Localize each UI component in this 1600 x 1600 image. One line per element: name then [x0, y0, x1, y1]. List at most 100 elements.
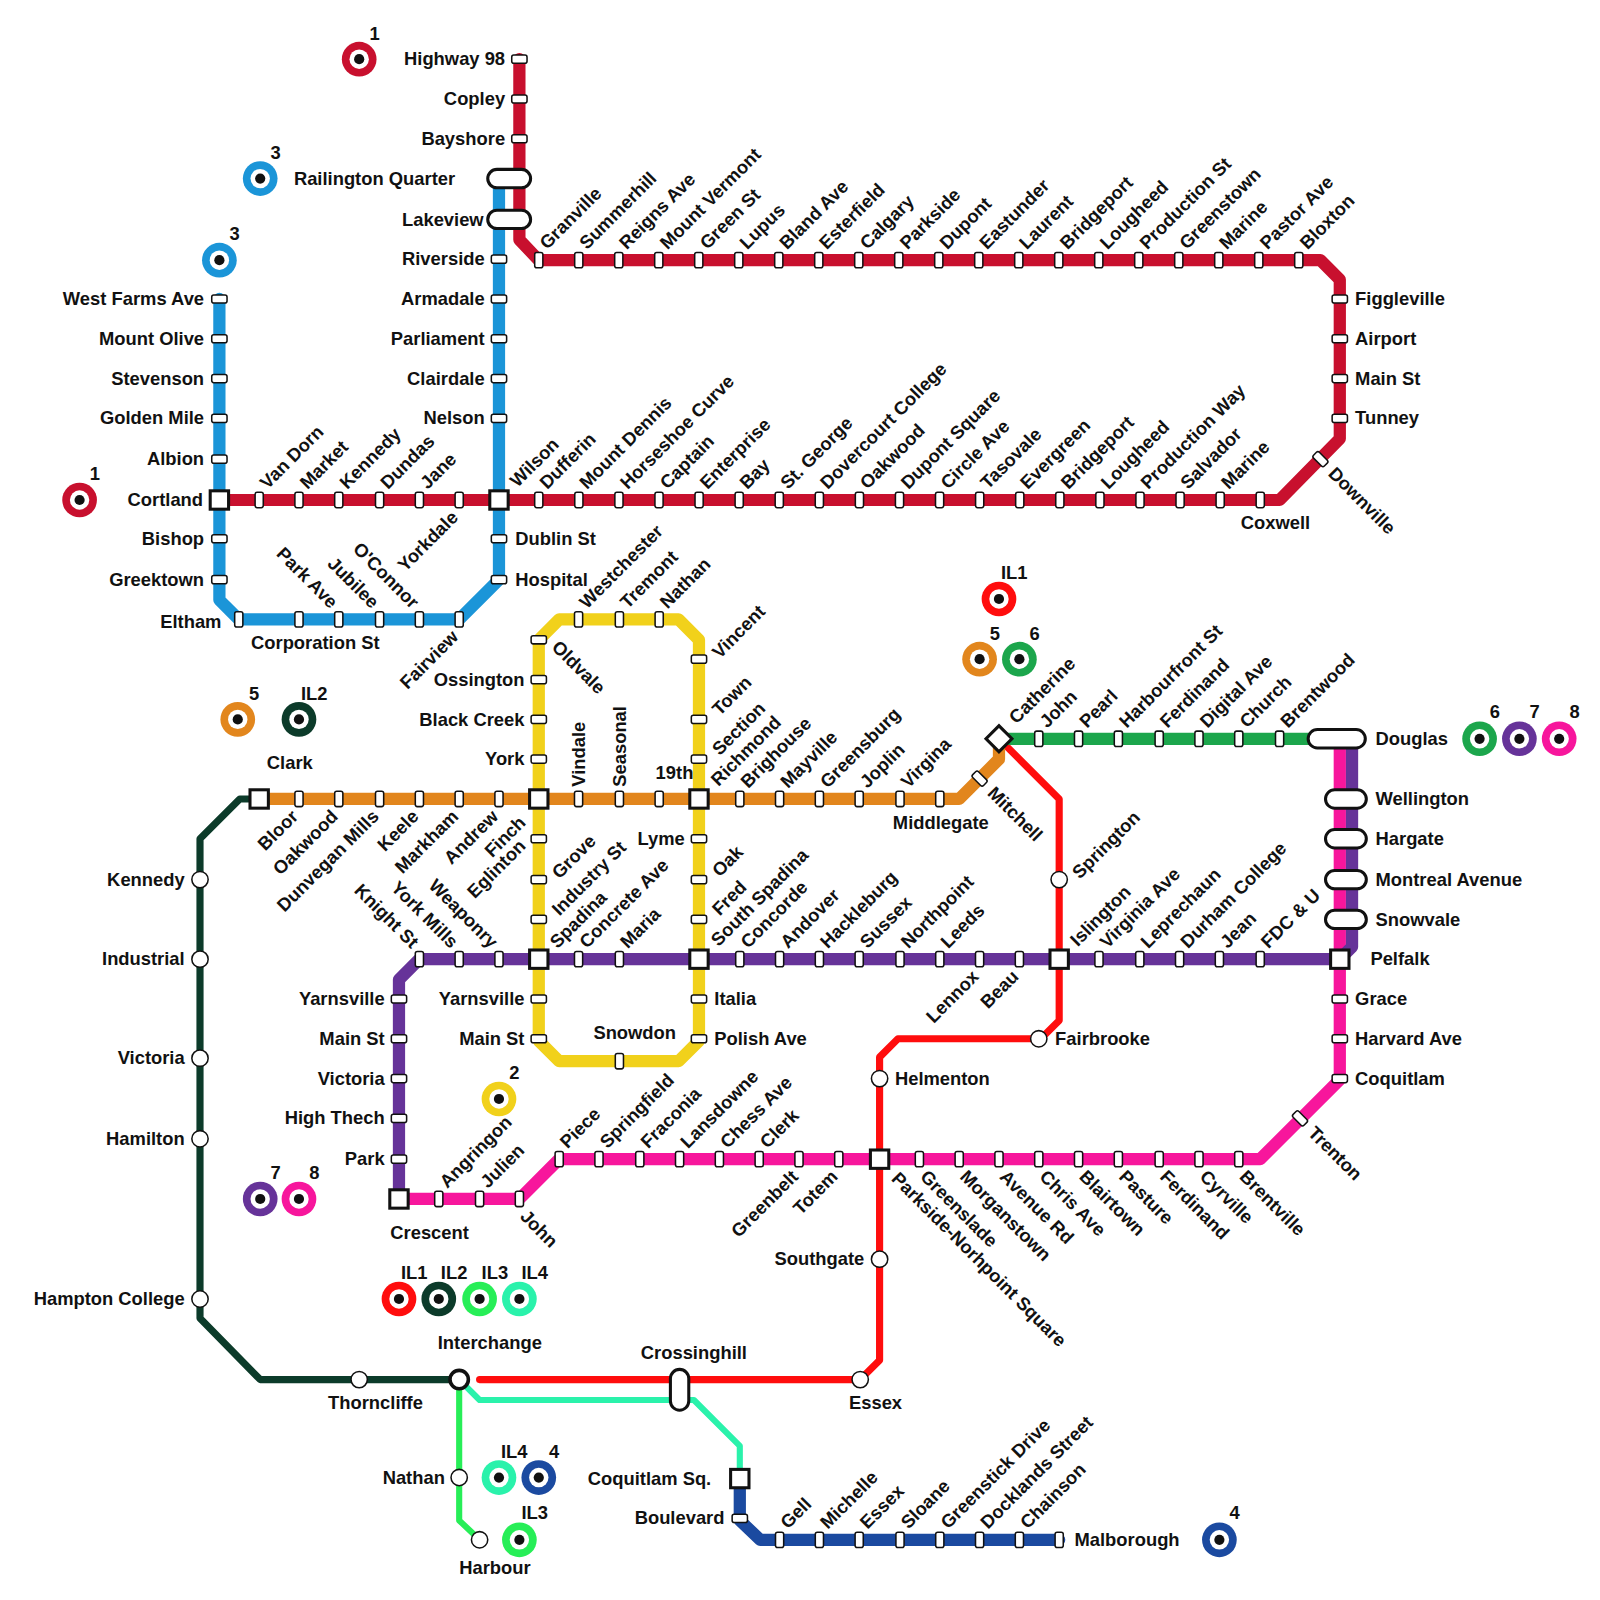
line-number: 5 [249, 684, 259, 704]
icon-hole [429, 1289, 448, 1308]
station-label: Railington Quarter [294, 168, 455, 188]
line-icon [243, 161, 278, 196]
icon-hole [289, 710, 308, 729]
station-label: Copley [444, 89, 505, 109]
line-icon [1502, 721, 1537, 756]
icon-ring [282, 702, 317, 737]
station-tick [1155, 731, 1163, 746]
icon-hole [251, 169, 270, 188]
station-tick [936, 952, 944, 967]
station-label: Tunney [1355, 408, 1419, 428]
icon-hole [470, 1289, 489, 1308]
line-number: 2 [509, 1062, 519, 1082]
icon-ring [62, 483, 97, 518]
station-tick [1332, 335, 1347, 343]
icon-ring [1462, 721, 1497, 756]
station-tick [735, 492, 743, 507]
station-label: Ossington [434, 669, 525, 689]
icon-dot [214, 255, 224, 265]
icon-dot [1514, 734, 1524, 744]
station-tick [1155, 1152, 1163, 1167]
station-label: Snowdon [593, 1022, 676, 1042]
icon-dot [255, 1194, 265, 1204]
station-label: Pelfalk [1370, 949, 1429, 969]
icon-ring [382, 1282, 417, 1317]
line-number: 1 [369, 23, 379, 43]
line-number: IL1 [401, 1262, 428, 1282]
station-label: Trenton [1304, 1122, 1366, 1184]
station-tick [415, 952, 423, 967]
station-label: Snowvale [1376, 909, 1461, 929]
icon-hole [349, 49, 368, 68]
station-tick [795, 1152, 803, 1167]
station-tick [855, 492, 863, 507]
icon-hole [1470, 729, 1489, 748]
interchange-square [1331, 950, 1349, 968]
station-tick [212, 455, 227, 463]
route-line [459, 1380, 479, 1540]
station-tick [1176, 492, 1184, 507]
icon-ring [502, 1522, 537, 1557]
icon-dot [974, 654, 984, 664]
line-icon [220, 702, 255, 737]
station-label: Essex [849, 1393, 902, 1413]
icon-dot [1474, 734, 1484, 744]
station-tick [531, 676, 546, 684]
icon-dot [514, 1535, 524, 1545]
station-label: Dublin St [515, 529, 596, 549]
station-tick [491, 255, 506, 263]
station-tick [212, 535, 227, 543]
station-label: Mount Olive [99, 329, 204, 349]
icon-hole [1010, 649, 1029, 668]
station-label: Hamilton [106, 1129, 185, 1149]
station-label: Douglas [1376, 729, 1448, 749]
station-label: Springton [1068, 807, 1144, 883]
station-tick [896, 1532, 904, 1547]
station-tick [855, 791, 863, 806]
station-label: Polish Ave [714, 1029, 807, 1049]
station-tick [391, 1114, 406, 1122]
station-tick [915, 1152, 923, 1167]
station-tick [1256, 492, 1264, 507]
station-label: Oldvale [548, 637, 609, 698]
station-tick [615, 492, 623, 507]
station-tick [335, 791, 343, 806]
station-circle [471, 1532, 487, 1548]
line-number: 8 [309, 1162, 319, 1182]
line-icon [62, 483, 97, 518]
icon-dot [1554, 734, 1564, 744]
interchange-square [530, 790, 548, 808]
station-tick [531, 715, 546, 723]
station-label: Stevenson [111, 368, 204, 388]
station-tick [855, 952, 863, 967]
station-label: Parliament [391, 329, 485, 349]
station-label: Thorncliffe [328, 1393, 423, 1413]
station-tick [515, 1191, 523, 1206]
station-tick [1176, 952, 1184, 967]
station-tick [415, 791, 423, 806]
station-tick [376, 492, 384, 507]
route-line [219, 179, 499, 620]
station-label: Gell [776, 1494, 815, 1533]
icon-ring [462, 1282, 497, 1317]
line-number: IL4 [501, 1442, 528, 1462]
station-label: Coquitlam Sq. [588, 1468, 711, 1488]
station-tick [615, 1054, 623, 1069]
station-label: 19th [656, 762, 694, 782]
line-number: 5 [990, 623, 1000, 643]
icon-hole [289, 1189, 308, 1208]
station-tick [491, 335, 506, 343]
station-tick [1015, 1532, 1023, 1547]
interchange-pill [1326, 790, 1367, 808]
icon-ring [342, 42, 377, 77]
icon-hole [989, 589, 1008, 608]
station-tick [975, 253, 983, 268]
station-tick [732, 1514, 747, 1522]
station-label: Highway 98 [404, 49, 505, 69]
line-icon [1202, 1522, 1237, 1557]
station-tick [1332, 1074, 1347, 1082]
icon-ring [482, 1082, 517, 1117]
station-tick [976, 492, 984, 507]
station-tick [575, 492, 583, 507]
icon-dot [534, 1472, 544, 1482]
